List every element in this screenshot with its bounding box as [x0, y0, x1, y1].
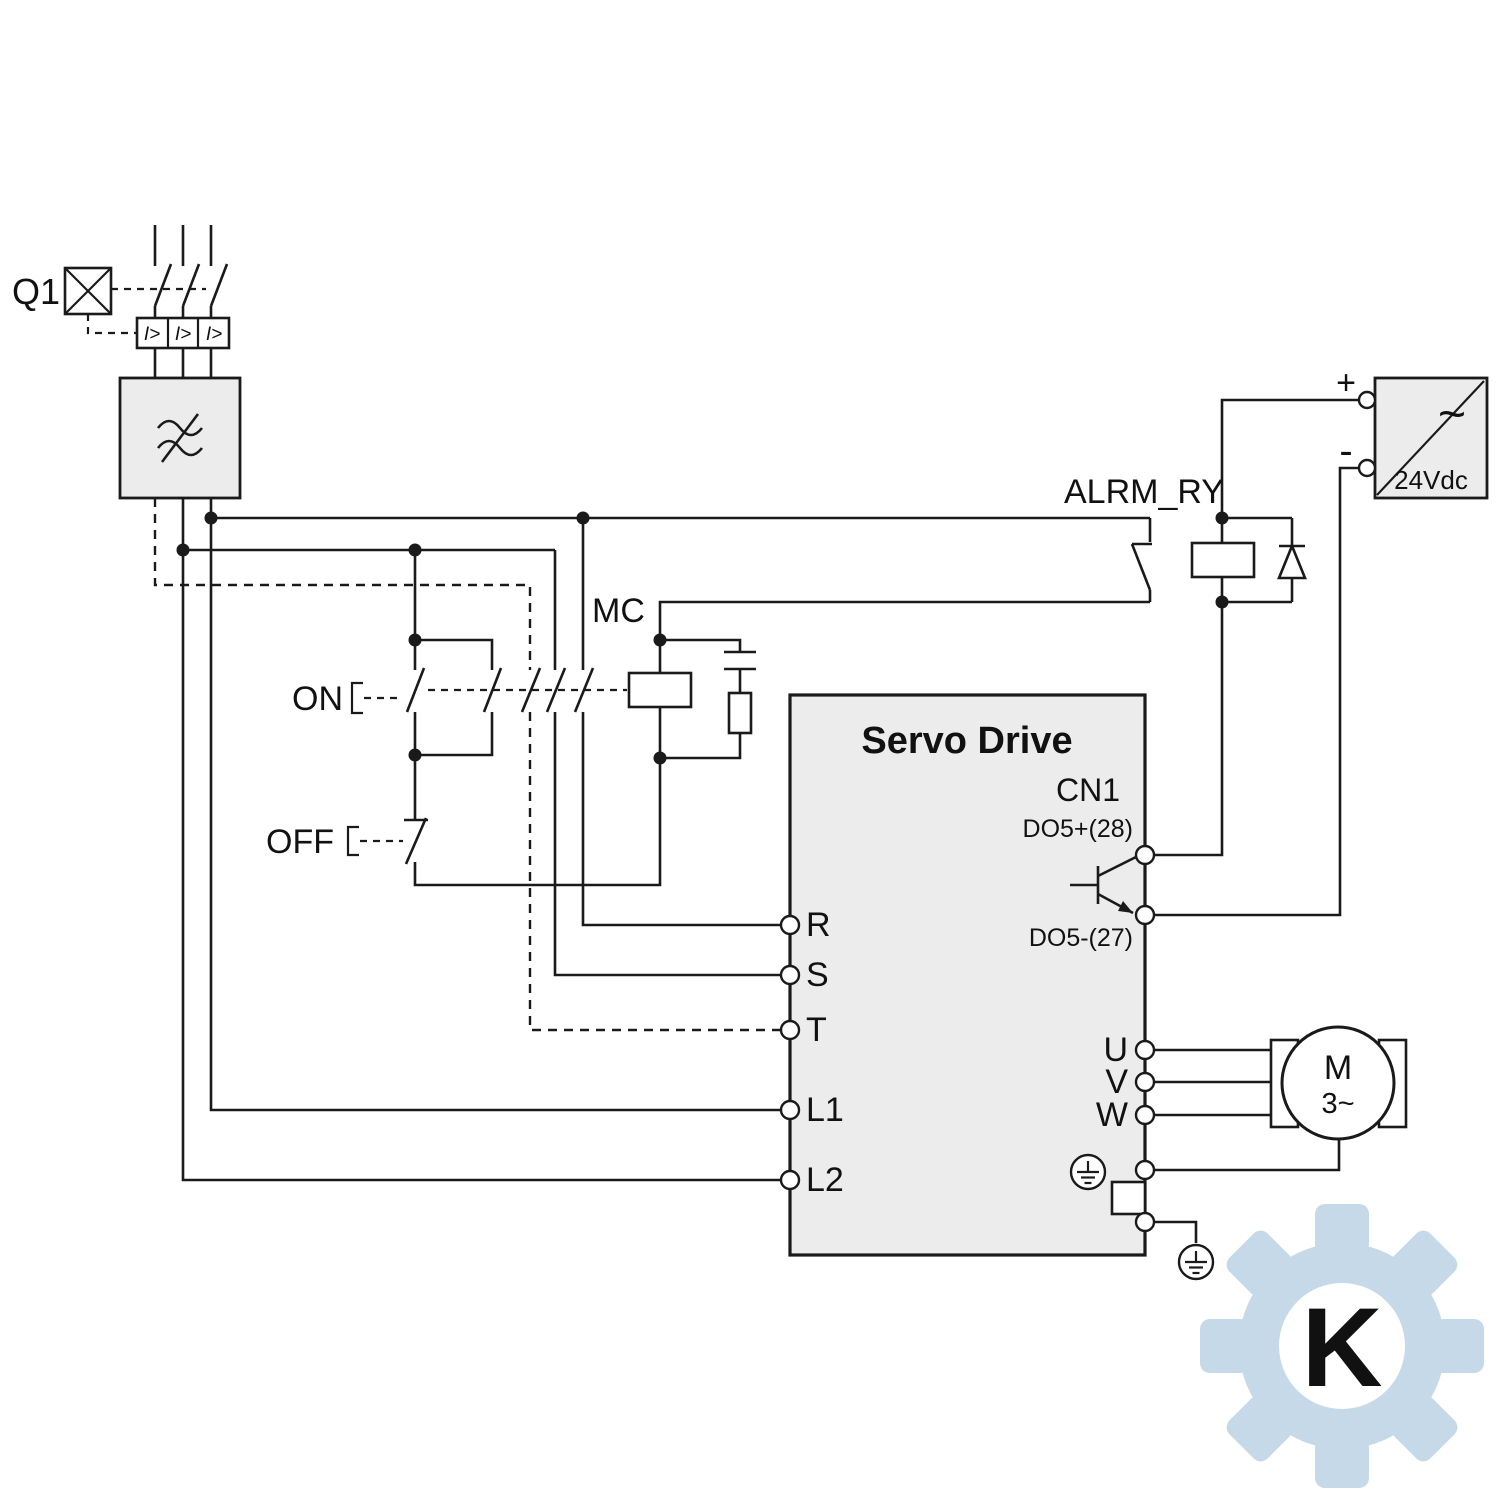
terminal-l1-label: L1: [806, 1091, 844, 1129]
pe-terminal-block: [1110, 1180, 1147, 1216]
terminal-s: [779, 964, 801, 986]
on-off-controls: [346, 667, 428, 865]
breaker-contact-3: [209, 263, 229, 307]
junction-dots: [176, 511, 1229, 765]
mc-main-contact-t: [520, 667, 542, 713]
psu-plus-label: +: [1336, 364, 1356, 402]
psu-plus-terminal: [1357, 390, 1377, 410]
psu-voltage-label: 24Vdc: [1394, 465, 1468, 495]
servo-drive: [779, 693, 1156, 1257]
terminal-v-label: V: [1105, 1063, 1128, 1101]
breaker-contact-1: [153, 263, 173, 307]
terminal-r: [779, 914, 801, 936]
flyback-diode: [1277, 542, 1307, 580]
terminal-s-label: S: [806, 956, 829, 994]
overcurrent-box: [135, 316, 231, 350]
alarm-relay-coil-box: [1190, 541, 1256, 579]
gear-hole: [1279, 1283, 1405, 1409]
external-earth-symbol: [1177, 1243, 1215, 1281]
do5-transistor: [1070, 855, 1137, 915]
psu-ac-symbol: ~: [1438, 388, 1466, 441]
circuit-breaker-q1: [63, 225, 229, 335]
dashed-wiring: [153, 498, 781, 1032]
terminal-t: [779, 1019, 801, 1041]
terminal-l2-label: L2: [806, 1161, 844, 1199]
terminal-r-label: R: [806, 906, 831, 944]
mc-label: MC: [592, 592, 645, 630]
off-contact: [404, 817, 428, 865]
terminal-do5-plus: [1134, 844, 1156, 866]
on-button-bracket: [350, 681, 363, 715]
on-contact: [405, 667, 426, 713]
psu-24vdc: [1357, 376, 1489, 500]
terminal-do5-minus: [1134, 904, 1156, 926]
terminal-l2: [779, 1169, 801, 1191]
breaker-contact-2: [181, 263, 201, 307]
overcurrent-label-3: I>: [206, 324, 222, 345]
terminal-pe-1: [1134, 1159, 1156, 1181]
off-label: OFF: [266, 823, 334, 861]
motor-body: [1280, 1025, 1396, 1141]
overcurrent-label-1: I>: [144, 324, 160, 345]
snubber-resistor: [727, 691, 753, 735]
drive-earth-symbol: [1069, 1153, 1107, 1191]
filter-box: [118, 376, 242, 500]
terminal-w-label: W: [1096, 1096, 1128, 1134]
text-labels: Q1 I> I> I> ON OFF MC ALRM_RY Servo Driv…: [12, 271, 1468, 1199]
alarm-relay-label: ALRM_RY: [1064, 473, 1224, 511]
motor-letter: M: [1324, 1049, 1352, 1087]
mc-contactor: [627, 671, 753, 735]
do5-plus-label: DO5+(28): [1023, 815, 1133, 843]
drive-title: Servo Drive: [861, 720, 1072, 762]
terminal-t-label: T: [806, 1011, 827, 1049]
alarm-relay-contact: [1130, 543, 1152, 591]
power-wiring: [181, 398, 1359, 1243]
terminal-u-label: U: [1103, 1031, 1128, 1069]
do5-minus-label: DO5-(27): [1029, 924, 1133, 952]
overcurrent-label-2: I>: [175, 324, 191, 345]
on-label: ON: [292, 680, 343, 718]
terminal-u: [1134, 1039, 1156, 1061]
overcurrent-release: [135, 316, 231, 378]
watermark-gear-logo: K: [1200, 1204, 1484, 1488]
terminal-l1: [779, 1099, 801, 1121]
servo-motor: M 3~: [1269, 1025, 1408, 1141]
terminal-v: [1134, 1071, 1156, 1093]
line-filter: [118, 376, 242, 500]
psu-minus-label: -: [1339, 429, 1352, 473]
cn1-label: CN1: [1056, 772, 1120, 808]
motor-phase-label: 3~: [1321, 1088, 1354, 1120]
alarm-relay: [1130, 516, 1307, 604]
breaker-label: Q1: [12, 271, 60, 312]
terminal-pe-2: [1134, 1211, 1156, 1233]
terminal-w: [1134, 1104, 1156, 1126]
mc-coil-box: [627, 671, 693, 709]
watermark-letter: K: [1302, 1285, 1383, 1410]
psu-minus-terminal: [1357, 458, 1377, 478]
off-button-bracket: [346, 825, 359, 857]
filter-symbol: [156, 419, 204, 437]
